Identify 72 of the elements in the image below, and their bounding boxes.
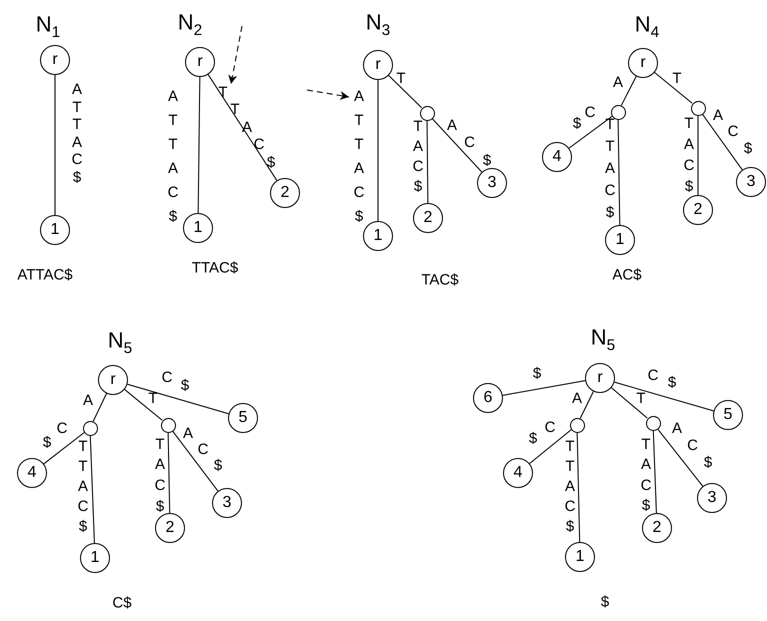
tree-edge [168,432,170,514]
tree-edge [702,114,743,170]
tree-edge [208,74,278,181]
internal-node-circle [690,100,706,116]
tree-node-circle: 4 [17,458,47,488]
tree-node-circle: 2 [270,178,300,208]
tree-node-circle: r [363,50,393,80]
tree-node-circle: 5 [228,403,258,433]
tree-edge [432,118,482,172]
suffix-text: C$ [112,596,132,610]
tree-node-circle: 1 [605,225,635,255]
tree-node-circle: r [40,45,70,75]
tree-node-circle: r [185,47,215,77]
tree-node-circle: 2 [155,513,185,543]
suffix-text: TTAC$ [192,260,238,276]
tree-node-circle: r [585,363,615,393]
internal-node-circle [570,418,584,432]
tree-edge [614,382,714,412]
tree-edge [618,119,620,226]
tree-edge [529,429,572,464]
suffix-text: AC$ [612,268,642,282]
tree-node-circle: 6 [473,383,503,413]
tree-node-circle: 1 [363,221,393,251]
tree-node-circle: 4 [542,142,572,172]
tree-edge [388,75,422,108]
tree-node-circle: 3 [477,168,507,198]
tree-title: N$_{2}$ [178,12,202,38]
tree-node-circle: 1 [183,213,213,243]
tree-edge [92,393,108,422]
tree-title: N$_{1}$ [36,14,60,40]
tree-edge [610,387,648,419]
tree-edge [43,432,85,464]
tree-title: N$_{3}$ [366,12,390,38]
tree-title: N$_{5}$ [108,330,132,356]
tree-node-circle: 3 [697,483,727,513]
internal-node-circle [420,106,434,120]
suffix-text: TAC$ [421,272,459,288]
tree-node-circle: 2 [413,203,443,233]
suffix-text: ATTAC$ [17,268,73,282]
tree-title: N$_{4}$ [634,14,660,40]
tree-node-circle: 4 [503,458,533,488]
tree-node-circle: 2 [642,513,672,543]
tree-edge [620,76,637,106]
tree-edge [90,435,95,544]
tree-node-circle: r [628,48,658,78]
tree-node-circle: 1 [80,543,110,573]
tree-edge [654,72,693,104]
tree-edge [426,120,428,204]
internal-node-circle [160,418,176,432]
tree-node-circle: 3 [736,167,766,197]
tree-edge [657,428,704,487]
tree-node-circle: 3 [212,488,242,518]
tree-edge [568,116,612,149]
tree-node-circle: 1 [40,215,70,245]
tree-edge [502,380,586,396]
tree-edge [54,74,56,216]
tree-edge [126,384,230,414]
tree-edge [172,430,218,492]
tree-edge [124,389,163,421]
tree-node-circle: 1 [565,542,595,572]
internal-node-circle [646,416,660,430]
tree-edge [580,390,594,419]
internal-node-circle [82,420,98,436]
tree-edge [576,432,580,542]
tree-node-circle: r [98,365,128,395]
suffix-text: $ [600,594,610,610]
tree-node-circle: 5 [713,400,743,430]
tree-node-circle: 2 [683,195,713,225]
tree-edge [652,430,657,514]
tree-title: N$_{5}$ [590,326,616,354]
tree-edge [198,76,200,214]
internal-node-circle [610,104,626,120]
